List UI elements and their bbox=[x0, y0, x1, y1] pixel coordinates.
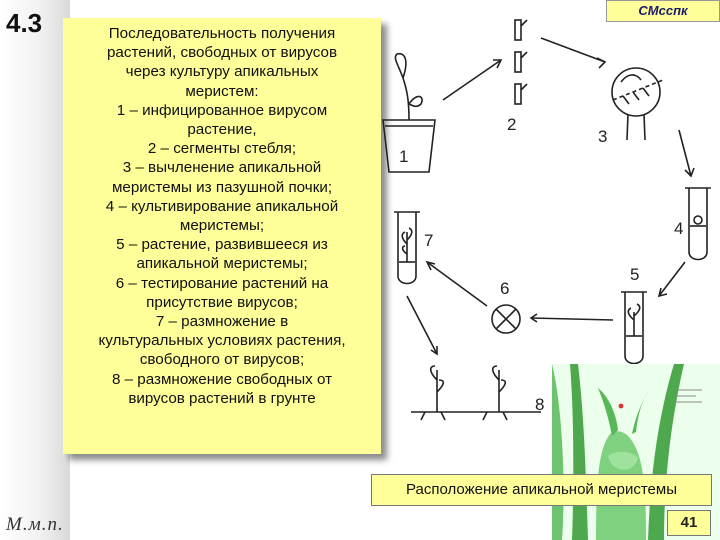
description-box: Последовательность получения растений, с… bbox=[63, 18, 381, 454]
soil-plants bbox=[411, 365, 541, 421]
step-label-4: 4 bbox=[674, 219, 683, 238]
step-label-8: 8 bbox=[535, 395, 544, 414]
description-line: меристемы из пазушной почки; bbox=[111, 178, 333, 196]
brand-label: СМсспк bbox=[606, 0, 720, 22]
description-line: 6 – тестирование растений на bbox=[115, 274, 329, 292]
description-line: Последовательность получения bbox=[108, 25, 336, 42]
description-line: 1 – инфицированное вирусом bbox=[116, 101, 328, 119]
slide-number: 4.3 bbox=[6, 8, 43, 38]
description-line: апикальной меристемы; bbox=[136, 255, 308, 273]
description-line: меристемы; bbox=[179, 217, 265, 235]
infected-plant-pot bbox=[382, 52, 436, 173]
step-label-6: 6 bbox=[500, 279, 509, 298]
description-line: 7 – размножение в bbox=[155, 313, 289, 331]
culture-tube-7 bbox=[394, 211, 420, 285]
virus-test-symbol bbox=[491, 304, 521, 334]
description-line: 4 – культивирование апикальной bbox=[105, 197, 339, 215]
description-line: свободного от вирусов; bbox=[139, 351, 305, 369]
propagation-cycle-diagram: 1 2 3 4 5 6 7 8 bbox=[382, 19, 711, 421]
bud-dissection bbox=[611, 67, 664, 141]
meristem-dot bbox=[618, 403, 624, 409]
description-line: растение, bbox=[187, 121, 257, 139]
step-label-3: 3 bbox=[598, 127, 607, 146]
cycle-arrows bbox=[406, 37, 695, 356]
sidebar-strip bbox=[0, 0, 70, 540]
author-initials: М.м.п. bbox=[6, 514, 64, 535]
step-label-5: 5 bbox=[630, 265, 639, 284]
description-line: 3 – вычленение апикальной bbox=[122, 159, 322, 177]
page-number: 41 bbox=[667, 510, 711, 536]
step-label-2: 2 bbox=[507, 115, 516, 134]
culture-tube-5 bbox=[621, 291, 647, 365]
description-line: вирусов растений в грунте bbox=[128, 389, 316, 407]
description-line: 8 – размножение свободных от bbox=[111, 370, 333, 388]
description-line: меристем: bbox=[185, 82, 259, 100]
description-line: растений, свободных от вирусов bbox=[106, 44, 338, 62]
step-label-7: 7 bbox=[424, 231, 433, 250]
step-label-1: 1 bbox=[399, 147, 408, 166]
micrograph-caption: Расположение апикальной меристемы bbox=[371, 474, 712, 506]
description-line: культуральных условиях растения, bbox=[98, 332, 346, 350]
stem-segments bbox=[514, 19, 528, 105]
description-line: 5 – растение, развившееся из bbox=[116, 236, 328, 254]
description-line: через культуру апикальных bbox=[125, 63, 319, 81]
culture-tube-4 bbox=[685, 187, 711, 261]
description-line: присутствие вирусов; bbox=[146, 293, 298, 311]
description-line: 2 – сегменты стебля; bbox=[147, 140, 297, 158]
